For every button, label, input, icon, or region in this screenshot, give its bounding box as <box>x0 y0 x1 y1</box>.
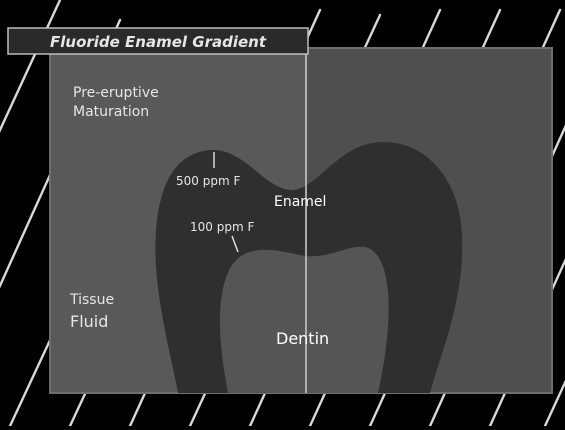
dentin-label: Dentin <box>276 329 329 348</box>
tissue-fluid-label-line1: Tissue <box>69 292 114 308</box>
ppm-outer-label: 500 ppm F <box>176 174 240 188</box>
dentin-layer <box>220 247 389 393</box>
diagram-title: Fluoride Enamel Gradient <box>50 33 267 51</box>
enamel-label: Enamel <box>274 194 326 210</box>
tissue-fluid-label-line2: Fluid <box>70 312 108 331</box>
ppm-inner-label: 100 ppm F <box>190 220 254 234</box>
maturation-label-line1: Pre-eruptive <box>73 85 159 101</box>
maturation-label-line2: Maturation <box>73 104 149 120</box>
